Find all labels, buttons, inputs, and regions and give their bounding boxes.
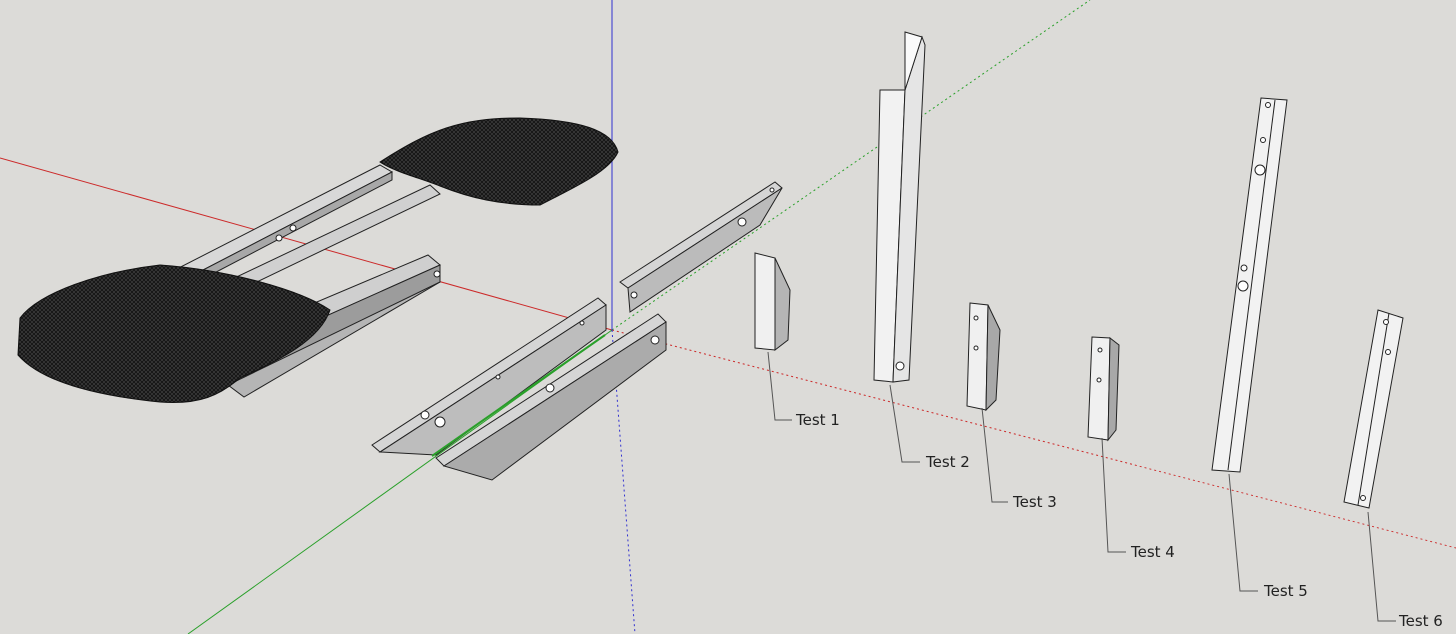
test-5-label: Test 5 (1264, 582, 1308, 600)
test-1-label: Test 1 (796, 411, 840, 429)
test-3-label: Test 3 (1013, 493, 1057, 511)
test-6-bar[interactable] (1343, 309, 1404, 509)
test-6-label: Test 6 (1399, 612, 1443, 630)
back-seat-mesh (379, 117, 619, 206)
test-3-block[interactable] (966, 302, 1001, 412)
test-2-label: Test 2 (926, 453, 970, 471)
seat-assembly[interactable] (17, 117, 619, 404)
rail-pair[interactable] (371, 297, 667, 481)
leader-lines (767, 351, 1396, 622)
front-seat-mesh (17, 264, 331, 404)
test-4-label: Test 4 (1131, 543, 1175, 561)
test-5-bar[interactable] (1211, 97, 1288, 473)
test-4-block[interactable] (1087, 336, 1120, 442)
red-axis-dotted (611, 329, 1456, 549)
test-1-block[interactable] (754, 252, 791, 352)
angled-rail[interactable] (619, 181, 783, 313)
green-axis-dotted (611, 0, 1091, 331)
test-2-bar[interactable] (873, 31, 926, 383)
